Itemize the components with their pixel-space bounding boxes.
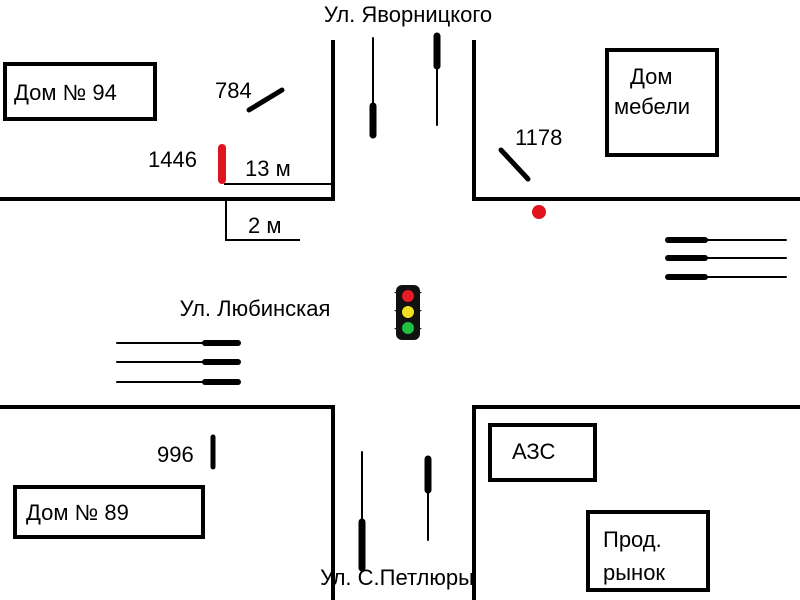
market-label-1: Прод. [603,527,662,552]
road-edge-ne [472,40,800,201]
road-edges [0,40,800,600]
lane-marker-west [116,340,241,385]
label-1178: 1178 [515,125,562,150]
house-94-box [3,62,157,121]
house-94-label: Дом № 94 [14,80,117,105]
road-edge-sw [0,405,335,600]
street-north-label: Ул. Яворницкого [324,2,492,27]
vehicle-784 [246,87,285,113]
furniture-label-1: Дом [630,64,673,89]
label-996: 996 [157,442,194,467]
lane-marker-east [665,237,787,280]
dimension-13m-label: 13 м [245,156,291,181]
impact-point [532,205,546,219]
road-edge-se [472,405,800,600]
street-south-label: Ул. С.Петлюры [320,565,474,590]
furniture-house-box [605,48,719,157]
market-box [586,510,710,592]
label-1446: 1446 [148,147,197,172]
gas-station-label: АЗС [512,439,555,464]
market-label-2: рынок [603,560,665,585]
gas-station-box [488,423,597,482]
dimension-2m-label: 2 м [248,213,281,238]
house-89-label: Дом № 89 [26,500,129,525]
traffic-light-icon [386,285,430,340]
street-west-label: Ул. Любинская [180,296,331,321]
house-89-box [13,485,205,539]
road-edge-nw [0,40,335,201]
label-784: 784 [215,78,252,103]
vehicle-1178 [498,147,531,182]
dimension-2m-line [225,199,300,241]
furniture-label-2: мебели [614,94,690,119]
